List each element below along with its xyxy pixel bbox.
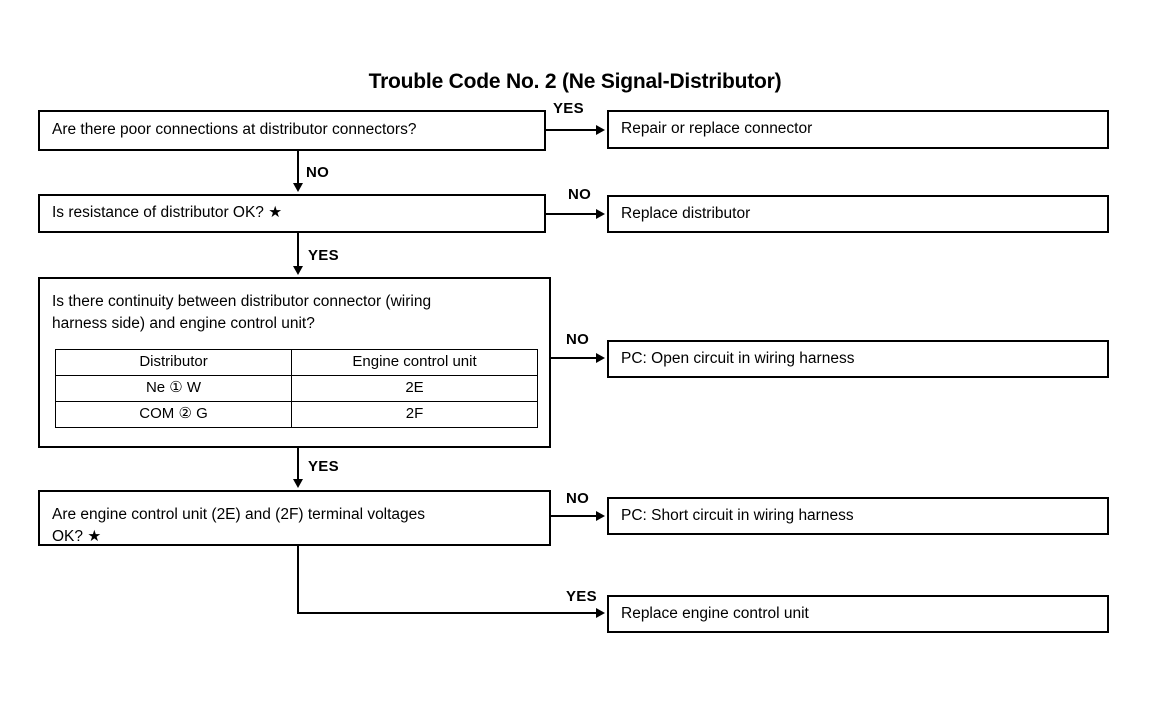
table-row: COM ② G 2F: [54, 401, 538, 428]
table-header-distributor: Distributor: [54, 349, 293, 376]
question-box-terminal-voltages: Are engine control unit (2E) and (2F) te…: [38, 490, 551, 546]
table-cell-distributor-1: Ne ① W: [54, 375, 293, 402]
page-title: Trouble Code No. 2 (Ne Signal-Distributo…: [368, 70, 782, 93]
question-box-poor-connections: Are there poor connections at distributo…: [38, 110, 546, 151]
result-box-open-circuit: PC: Open circuit in wiring harness: [607, 340, 1109, 378]
connector-q2-yes-line: [297, 233, 299, 268]
connector-q4-yes-hline: [297, 612, 598, 614]
question-box-distributor-resistance: Is resistance of distributor OK? ★: [38, 194, 546, 233]
connector-q1-yes-arrow: [596, 125, 605, 135]
connector-q1-no-arrow: [293, 183, 303, 192]
continuity-table: Distributor Engine control unit Ne ① W 2…: [54, 349, 538, 428]
connector-q2-yes-arrow: [293, 266, 303, 275]
connector-q4-yes-arrow: [596, 608, 605, 618]
result-box-short-circuit: PC: Short circuit in wiring harness: [607, 497, 1109, 535]
connector-q3-yes-arrow: [293, 479, 303, 488]
connector-q1-yes-line: [546, 129, 598, 131]
connector-q3-no-arrow: [596, 353, 605, 363]
result-box-replace-distributor-label: Replace distributor: [621, 204, 751, 222]
question-box-distributor-resistance-label: Is resistance of distributor OK? ★: [52, 204, 283, 222]
result-box-open-circuit-label: PC: Open circuit in wiring harness: [621, 349, 855, 367]
connector-q3-no-line: [551, 357, 598, 359]
table-header-ecu: Engine control unit: [291, 349, 538, 376]
result-box-replace-distributor: Replace distributor: [607, 195, 1109, 233]
connector-q2-no-line: [546, 213, 598, 215]
connector-q4-no-line: [551, 515, 598, 517]
table-header-row: Distributor Engine control unit: [54, 349, 538, 376]
question-box-poor-connections-label: Are there poor connections at distributo…: [52, 121, 417, 139]
branch-label-q2-yes: YES: [308, 247, 339, 264]
connector-q4-yes-vline: [297, 546, 299, 614]
branch-label-q1-yes: YES: [553, 100, 584, 117]
branch-label-q4-no: NO: [566, 490, 590, 507]
table-cell-distributor-2: COM ② G: [54, 401, 293, 428]
branch-label-q1-no: NO: [306, 164, 330, 181]
question-box-continuity-label: Is there continuity between distributor …: [52, 293, 432, 333]
branch-label-q4-yes: YES: [566, 588, 597, 605]
table-cell-ecu-1: 2E: [291, 375, 538, 402]
branch-label-q3-no: NO: [566, 331, 590, 348]
result-box-replace-ecu-label: Replace engine control unit: [621, 604, 809, 622]
branch-label-q3-yes: YES: [308, 458, 339, 475]
result-box-replace-ecu: Replace engine control unit: [607, 595, 1109, 633]
table-cell-ecu-2: 2F: [291, 401, 538, 428]
connector-q2-no-arrow: [596, 209, 605, 219]
connector-q4-no-arrow: [596, 511, 605, 521]
connector-q3-yes-line: [297, 448, 299, 481]
result-box-repair-replace-connector-label: Repair or replace connector: [621, 120, 813, 138]
table-row: Ne ① W 2E: [54, 375, 538, 402]
question-box-terminal-voltages-label: Are engine control unit (2E) and (2F) te…: [52, 506, 426, 546]
connector-q1-no-line: [297, 151, 299, 185]
result-box-repair-replace-connector: Repair or replace connector: [607, 110, 1109, 149]
result-box-short-circuit-label: PC: Short circuit in wiring harness: [621, 506, 854, 524]
branch-label-q2-no: NO: [568, 186, 592, 203]
